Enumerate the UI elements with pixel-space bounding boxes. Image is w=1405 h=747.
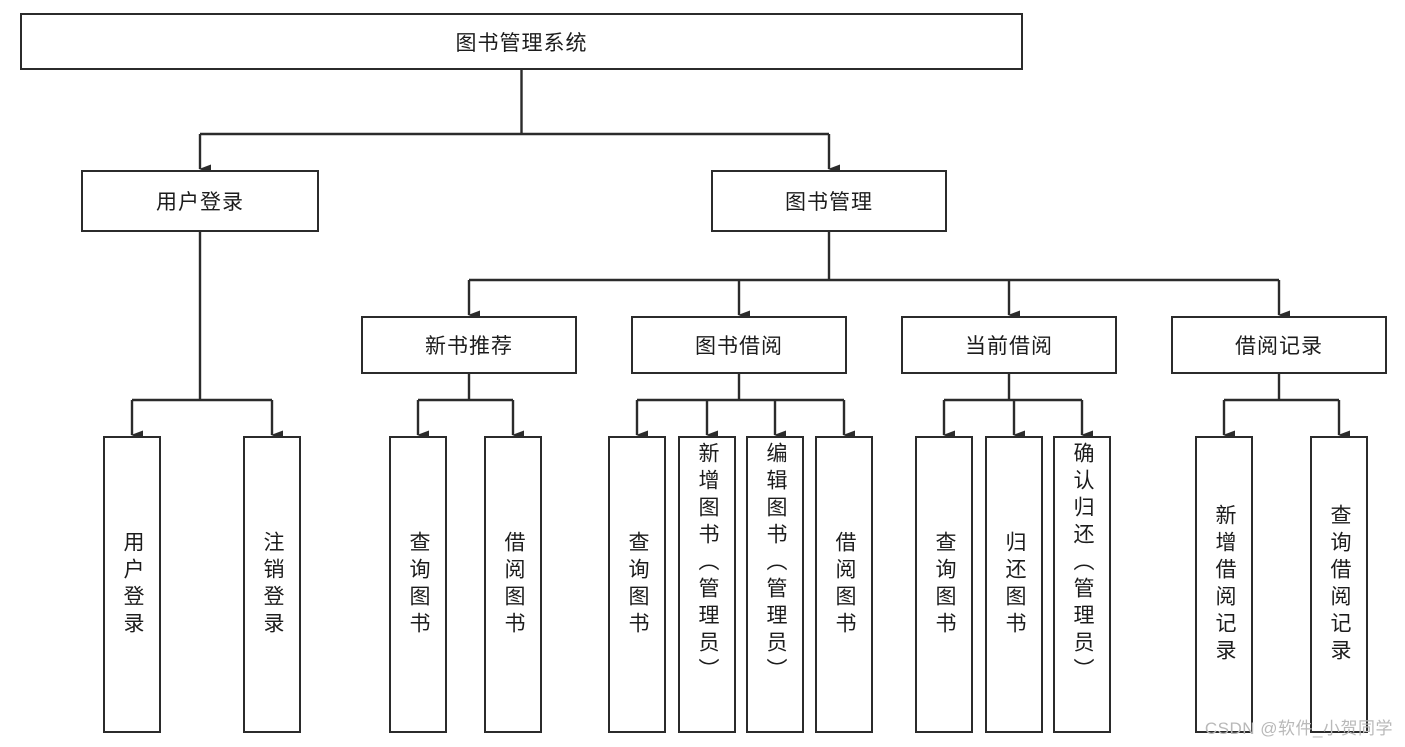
node-root-label: 图书管理系统 (455, 31, 588, 55)
leaf-query-borrow-record-label: 查询借阅记录 (1328, 503, 1352, 666)
node-new-book-recommend[interactable]: 新书推荐 (361, 316, 577, 374)
node-root[interactable]: 图书管理系统 (20, 13, 1023, 70)
node-book-manage-label: 图书管理 (785, 191, 873, 214)
node-book-borrow[interactable]: 图书借阅 (631, 316, 847, 374)
leaf-confirm-return[interactable]: 确认归还（管理员） (1053, 436, 1111, 733)
leaf-add-book[interactable]: 新增图书（管理员） (678, 436, 736, 733)
leaf-logout-label: 注销登录 (261, 530, 285, 639)
leaf-logout[interactable]: 注销登录 (243, 436, 301, 733)
leaf-query-book-recommend-label: 查询图书 (407, 530, 431, 639)
leaf-query-book-borrow-label: 查询图书 (626, 530, 650, 639)
watermark: CSDN @软件_小贺同学 (1204, 719, 1393, 738)
leaf-query-borrow-record[interactable]: 查询借阅记录 (1310, 436, 1368, 733)
leaf-user-login-label: 用户登录 (121, 530, 145, 639)
leaf-borrow-book-label: 借阅图书 (833, 530, 857, 639)
node-new-book-recommend-label: 新书推荐 (425, 335, 513, 358)
leaf-add-borrow-record[interactable]: 新增借阅记录 (1195, 436, 1253, 733)
leaf-query-book-borrow[interactable]: 查询图书 (608, 436, 666, 733)
leaf-query-book-current-label: 查询图书 (933, 530, 957, 639)
node-borrow-record[interactable]: 借阅记录 (1171, 316, 1387, 374)
leaf-edit-book-label: 编辑图书（管理员） (764, 442, 788, 685)
leaf-add-book-label: 新增图书（管理员） (696, 442, 720, 685)
leaf-return-book-label: 归还图书 (1003, 530, 1027, 639)
leaf-query-book-recommend[interactable]: 查询图书 (389, 436, 447, 733)
leaf-borrow-book[interactable]: 借阅图书 (815, 436, 873, 733)
leaf-edit-book[interactable]: 编辑图书（管理员） (746, 436, 804, 733)
leaf-add-borrow-record-label: 新增借阅记录 (1213, 503, 1237, 666)
leaf-user-login[interactable]: 用户登录 (103, 436, 161, 733)
node-book-manage[interactable]: 图书管理 (711, 170, 947, 232)
leaf-confirm-return-label: 确认归还（管理员） (1071, 442, 1095, 685)
leaf-borrow-book-recommend[interactable]: 借阅图书 (484, 436, 542, 733)
node-borrow-record-label: 借阅记录 (1235, 335, 1323, 358)
node-user-login[interactable]: 用户登录 (81, 170, 319, 232)
node-current-borrow[interactable]: 当前借阅 (901, 316, 1117, 374)
leaf-query-book-current[interactable]: 查询图书 (915, 436, 973, 733)
leaf-return-book[interactable]: 归还图书 (985, 436, 1043, 733)
node-book-borrow-label: 图书借阅 (695, 335, 783, 358)
leaf-borrow-book-recommend-label: 借阅图书 (502, 530, 526, 639)
node-user-login-label: 用户登录 (156, 191, 244, 214)
node-current-borrow-label: 当前借阅 (965, 335, 1053, 358)
